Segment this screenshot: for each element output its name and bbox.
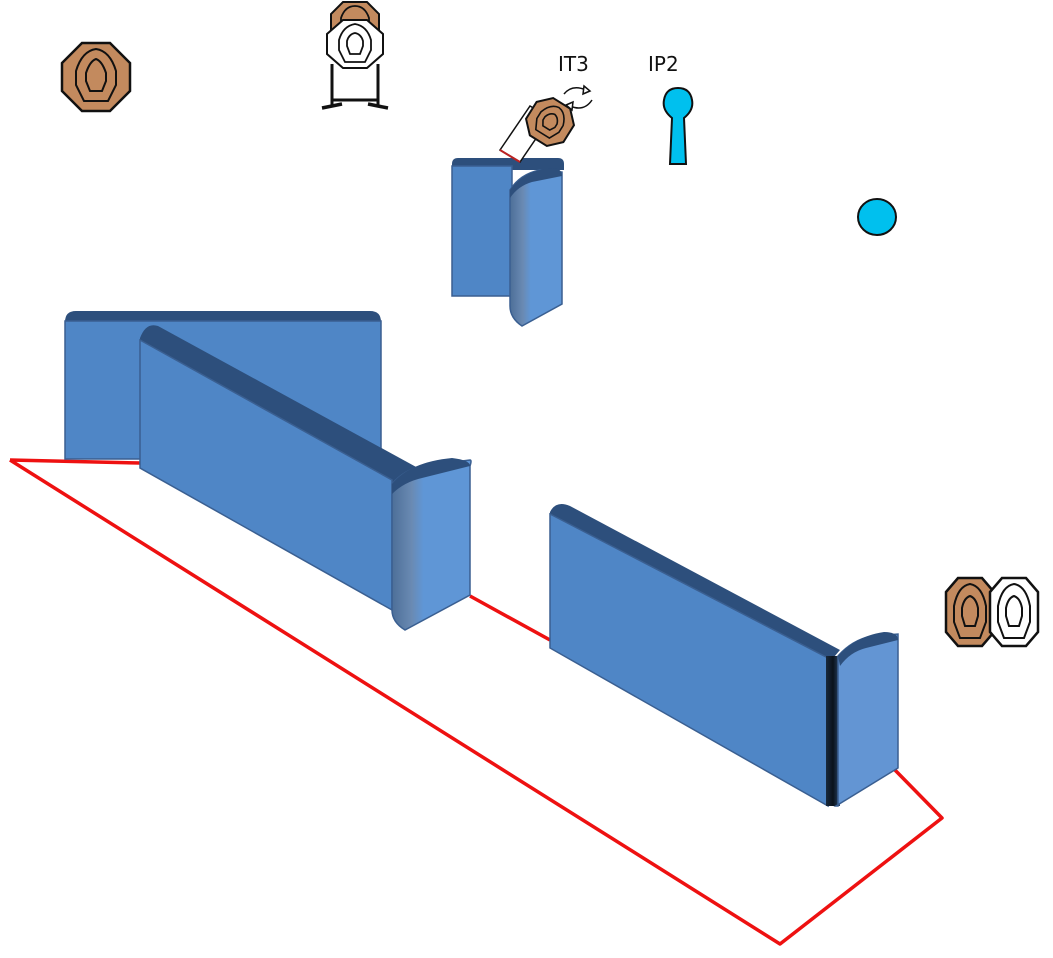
paper-target-icon xyxy=(60,41,132,113)
wall-upper-center xyxy=(451,158,564,327)
rotation-arrows-icon xyxy=(563,84,593,112)
fault-line xyxy=(9,458,944,946)
disc-icon xyxy=(857,198,897,236)
popper-icon xyxy=(662,86,694,165)
no-shoot-target-icon xyxy=(944,576,1040,648)
swinger-target-icon xyxy=(498,96,576,164)
wall-diagonal-left xyxy=(139,325,472,631)
target-on-stand-icon xyxy=(321,1,389,110)
label-it3: IT3 xyxy=(558,52,589,76)
label-ip2: IP2 xyxy=(648,52,679,76)
wall-diagonal-right xyxy=(549,504,899,808)
